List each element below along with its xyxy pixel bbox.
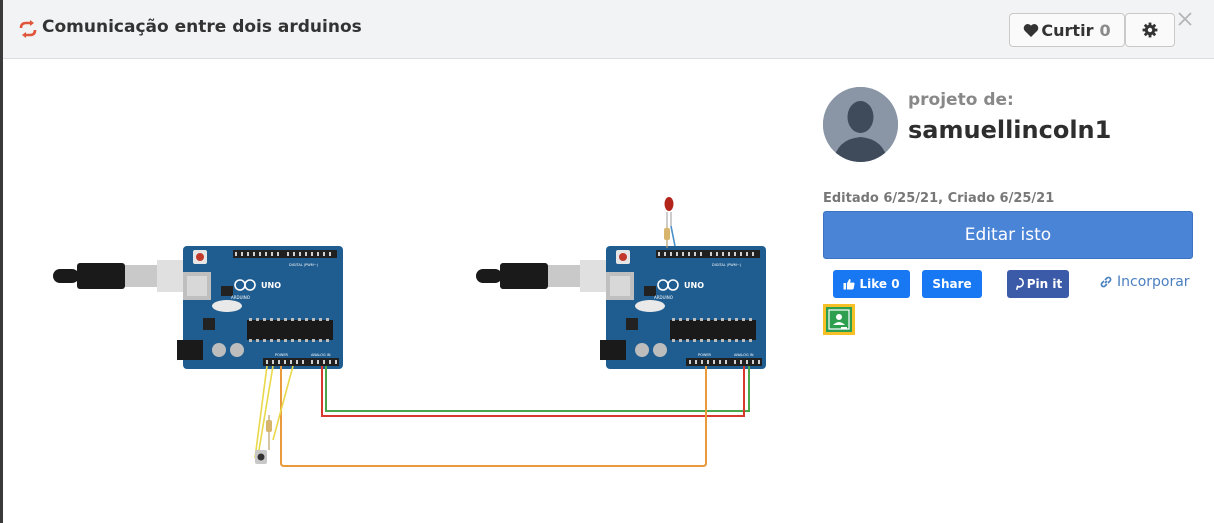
facebook-share-button[interactable]: Share <box>922 270 982 298</box>
board-digital-label: DIGITAL (PWM~) <box>289 263 319 267</box>
board-logo-text: UNO <box>684 281 704 290</box>
page-title: Comunicação entre dois arduinos <box>42 17 362 37</box>
close-button[interactable] <box>1176 10 1194 28</box>
close-icon <box>1178 12 1192 26</box>
resistor-led[interactable] <box>664 226 670 248</box>
header-bar: Comunicação entre dois arduinos Curtir 0 <box>3 0 1214 59</box>
pinterest-label: Pin it <box>1026 277 1063 291</box>
resistor-button[interactable] <box>266 415 272 450</box>
facebook-like-label: Like 0 <box>859 277 900 291</box>
board-analog-label: ANALOG IN <box>311 353 331 357</box>
circuit-canvas[interactable]: UNO ARDUINO DIGITAL (PWM~) POWER ANALOG … <box>3 60 803 523</box>
facebook-like-button[interactable]: Like 0 <box>833 270 910 298</box>
arduino-board-left[interactable]: UNO ARDUINO DIGITAL (PWM~) POWER ANALOG … <box>176 245 344 370</box>
reload-icon <box>19 20 37 38</box>
author-name[interactable]: samuellincoln1 <box>908 116 1112 144</box>
avatar-silhouette-icon <box>823 87 898 162</box>
heart-icon <box>1024 23 1039 37</box>
usb-cable-right <box>476 260 608 292</box>
board-brand-text: ARDUINO <box>654 295 673 300</box>
pinterest-button[interactable]: Pin it <box>1007 270 1069 298</box>
like-button[interactable]: Curtir 0 <box>1009 13 1125 47</box>
google-classroom-icon <box>826 307 852 332</box>
window-edge <box>0 0 3 523</box>
arduino-board-right[interactable]: UNO ARDUINO DIGITAL (PWM~) POWER ANALOG … <box>599 245 767 370</box>
usb-cable-left <box>53 260 185 292</box>
board-power-label: POWER <box>698 353 712 357</box>
embed-label: Incorporar <box>1117 274 1190 290</box>
settings-button[interactable] <box>1125 13 1175 47</box>
like-label: Curtir <box>1041 20 1094 40</box>
wire-orange[interactable] <box>280 366 707 467</box>
edit-dates: Editado 6/25/21, Criado 6/25/21 <box>823 191 1055 206</box>
board-digital-label: DIGITAL (PWM~) <box>712 263 742 267</box>
wire-red[interactable] <box>321 366 745 417</box>
pinterest-icon <box>1015 278 1024 290</box>
wire-led[interactable] <box>670 225 676 247</box>
board-brand-text: ARDUINO <box>231 295 250 300</box>
board-logo-text: UNO <box>261 281 281 290</box>
embed-link[interactable]: Incorporar <box>1099 274 1190 290</box>
board-power-label: POWER <box>275 353 289 357</box>
link-icon <box>1100 276 1112 288</box>
author-prefix: projeto de: <box>908 90 1014 110</box>
gear-icon <box>1142 22 1158 38</box>
wire-green[interactable] <box>325 366 750 412</box>
push-button[interactable] <box>255 450 267 464</box>
google-classroom-button[interactable] <box>823 304 855 335</box>
wire-yellow[interactable] <box>254 365 294 459</box>
avatar[interactable] <box>823 87 898 162</box>
like-count: 0 <box>1099 20 1111 40</box>
thumbs-up-icon <box>843 278 856 290</box>
board-analog-label: ANALOG IN <box>734 353 754 357</box>
edit-button[interactable]: Editar isto <box>823 211 1193 259</box>
